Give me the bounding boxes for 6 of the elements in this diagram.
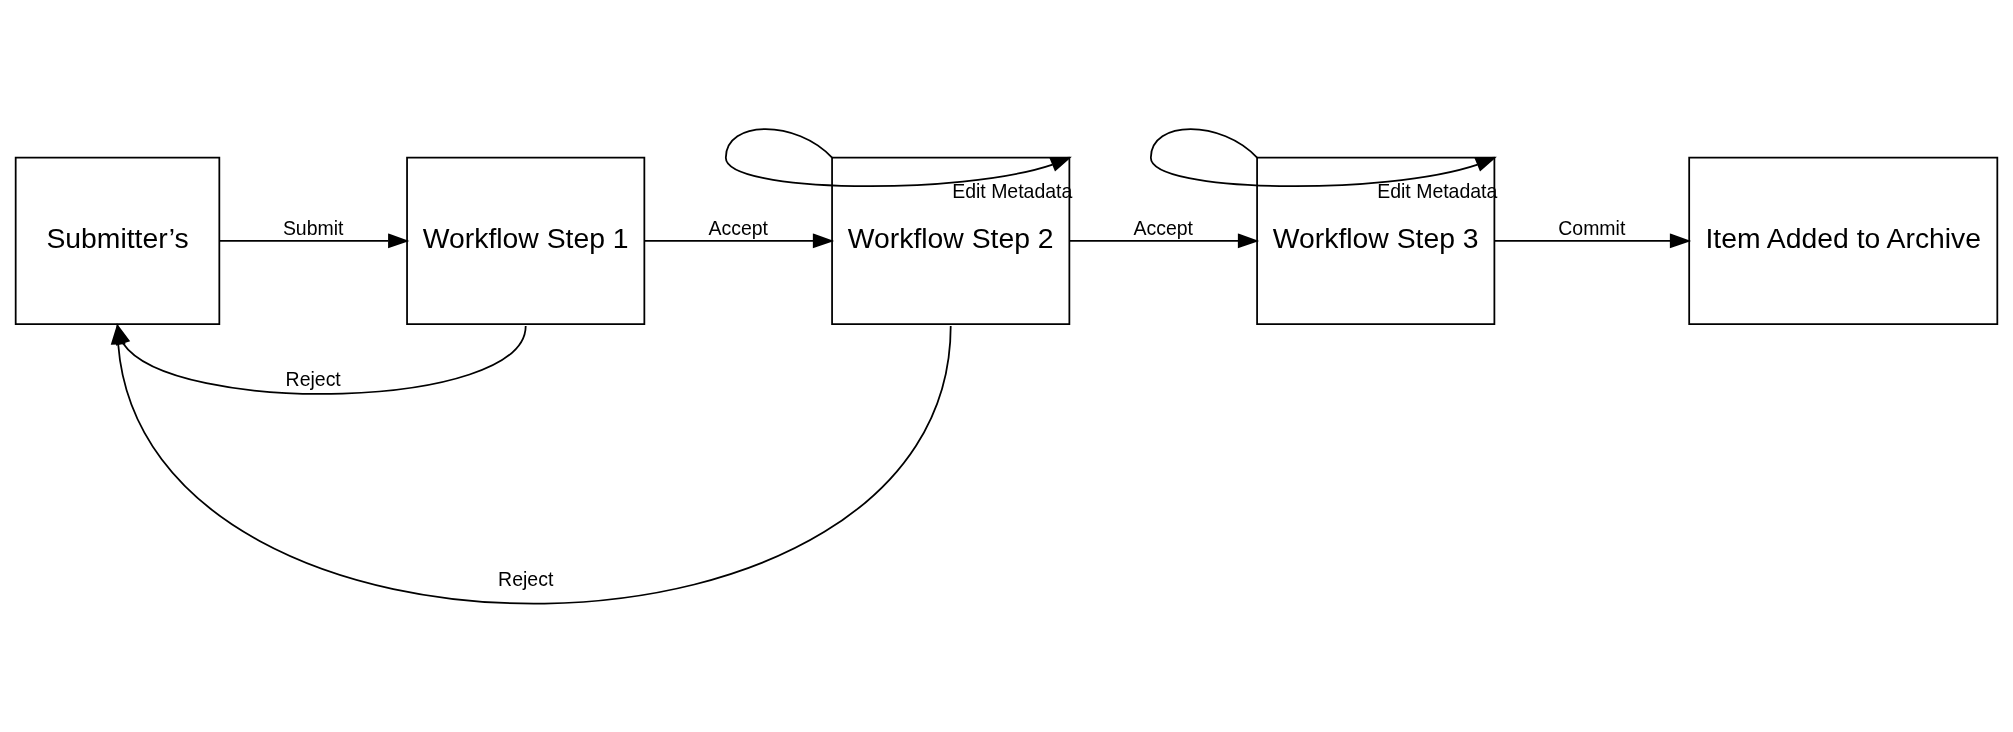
edge-label: Reject [498,567,554,590]
edge-label: Commit [1558,216,1626,239]
edge-label: Reject [285,367,341,390]
edge-label: Submit [282,216,344,239]
edge-label: Accept [708,216,768,239]
edge-label: Accept [1133,216,1193,239]
